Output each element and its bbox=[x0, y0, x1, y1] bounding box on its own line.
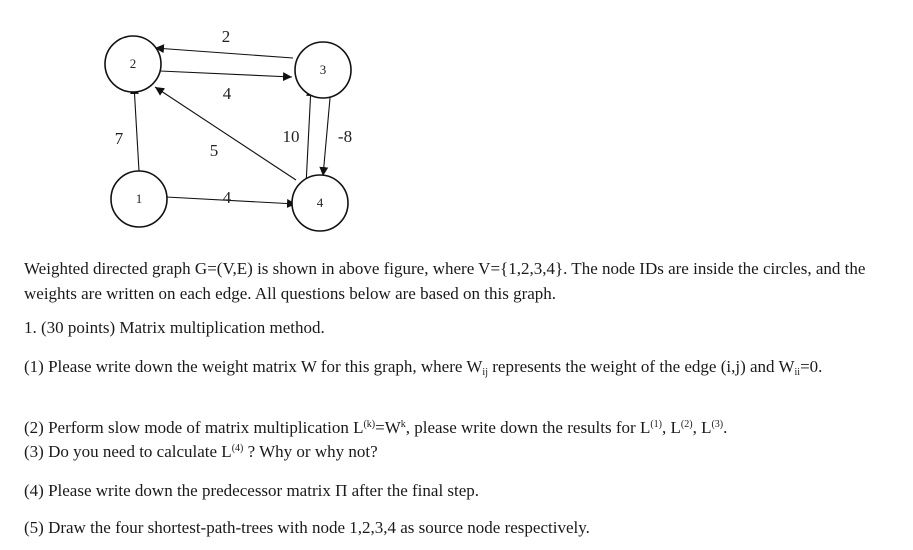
question-part-1: (1) Please write down the weight matrix … bbox=[24, 354, 884, 379]
p2-sup-k: k bbox=[400, 419, 406, 430]
p1-text-b: represents the weight of the edge (i,j) … bbox=[487, 357, 795, 376]
edge-3-to-4-weight: -8 bbox=[338, 127, 352, 146]
p1-text-a: (1) Please write down the weight matrix … bbox=[24, 357, 483, 376]
node-2-circle bbox=[104, 35, 162, 93]
p4-text: (4) Please write down the predecessor ma… bbox=[24, 481, 480, 500]
q1-text: 1. (30 points) Matrix multiplication met… bbox=[24, 318, 325, 337]
p2-text-b: =W bbox=[375, 418, 401, 437]
p3-text-a: (3) Do you need to calculate L bbox=[24, 442, 232, 461]
edge-1-to-4 bbox=[165, 196, 297, 209]
question-part-5: (5) Draw the four shortest-path-trees wi… bbox=[24, 515, 884, 540]
graph-nodes: 1 2 3 4 bbox=[104, 35, 352, 232]
node-2-label: 2 bbox=[130, 56, 137, 71]
p2-text-a: (2) Perform slow mode of matrix multipli… bbox=[24, 418, 364, 437]
p3-text-b: ? Why or why not? bbox=[243, 442, 378, 461]
p1-sub-ij: ij bbox=[482, 367, 488, 378]
node-3-circle bbox=[294, 41, 352, 99]
graph-description: Weighted directed graph G=(V,E) is shown… bbox=[24, 256, 884, 306]
question-part-4: (4) Please write down the predecessor ma… bbox=[24, 478, 884, 503]
graph-edge-weights: 2 4 7 5 10 -8 4 bbox=[115, 27, 352, 207]
edge-1-to-2 bbox=[130, 84, 140, 172]
edge-3-to-4 bbox=[319, 86, 332, 177]
p5-text: (5) Draw the four shortest-path-trees wi… bbox=[24, 518, 590, 537]
p2-text-d: , L bbox=[662, 418, 681, 437]
edge-1-to-2-weight: 7 bbox=[115, 129, 124, 148]
question-1-heading: 1. (30 points) Matrix multiplication met… bbox=[24, 315, 884, 340]
p3-sup-4: (4) bbox=[231, 443, 244, 454]
p2-sup-2: (2) bbox=[680, 419, 693, 430]
edge-3-to-2-weight: 2 bbox=[222, 27, 231, 46]
question-part-2: (2) Perform slow mode of matrix multipli… bbox=[24, 415, 884, 440]
p2-text-e: , L bbox=[692, 418, 712, 437]
p2-text-f: . bbox=[723, 418, 728, 437]
p2-sup-3: (3) bbox=[711, 419, 724, 430]
edge-4-to-3 bbox=[305, 86, 316, 186]
node-1-circle bbox=[110, 170, 168, 228]
node-4-circle bbox=[291, 174, 349, 232]
question-part-3: (3) Do you need to calculate L(4) ? Why … bbox=[24, 439, 884, 464]
intro-text: Weighted directed graph G=(V,E) is shown… bbox=[24, 259, 866, 303]
p1-text-c: =0. bbox=[800, 357, 823, 376]
p2-text-c: , please write down the results for L bbox=[405, 418, 651, 437]
node-1-label: 1 bbox=[136, 191, 143, 206]
edge-3-to-2 bbox=[154, 44, 294, 59]
edge-4-to-2-weight: 5 bbox=[210, 141, 219, 160]
p2-sup-1: (1) bbox=[650, 419, 662, 430]
edge-4-to-3-weight: 10 bbox=[283, 127, 300, 146]
edge-4-to-2 bbox=[154, 86, 297, 181]
edge-1-to-4-weight: 4 bbox=[223, 188, 232, 207]
edge-2-to-3 bbox=[159, 70, 293, 82]
edge-2-to-3-weight: 4 bbox=[223, 84, 232, 103]
p1-sub-ii: ii bbox=[794, 367, 801, 378]
weighted-directed-graph: 1 2 3 4 2 4 7 5 10 -8 4 bbox=[104, 27, 352, 232]
node-4-label: 4 bbox=[317, 195, 324, 210]
node-3-label: 3 bbox=[320, 62, 327, 77]
p2-sup-k-paren: (k) bbox=[363, 419, 376, 430]
graph-edges bbox=[130, 44, 332, 209]
